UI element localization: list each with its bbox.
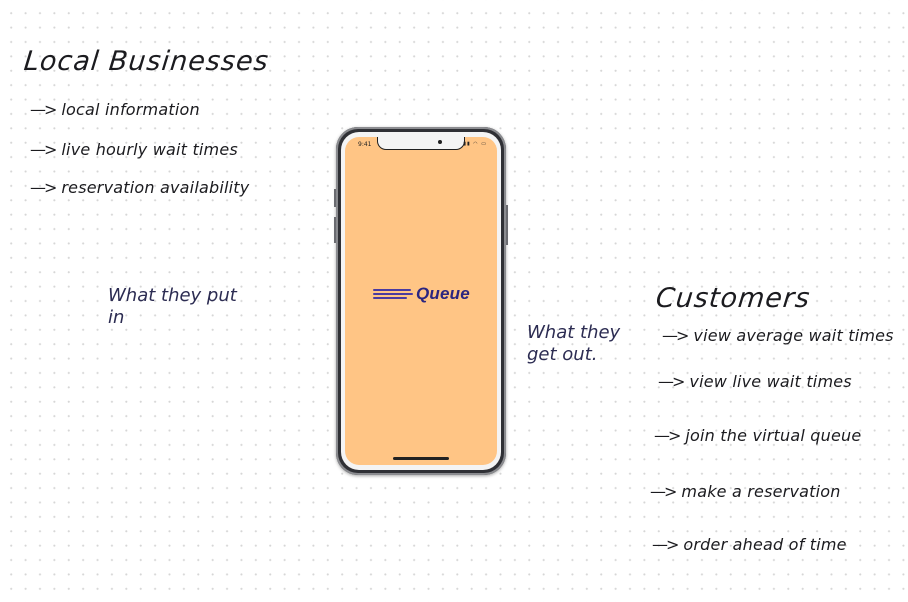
right-note: What they get out. — [527, 322, 621, 365]
arrow-icon: —> — [650, 482, 677, 501]
left-item: —> local information — [30, 100, 200, 119]
right-item-label: order ahead of time — [683, 535, 847, 554]
arrow-icon: —> — [30, 178, 57, 197]
right-item-label: view average wait times — [693, 326, 894, 345]
left-note: What they put in — [108, 285, 237, 328]
right-item-label: view live wait times — [689, 372, 852, 391]
logo-lines-icon — [373, 289, 413, 299]
right-item: —> view average wait times — [662, 326, 894, 345]
right-item: —> order ahead of time — [652, 535, 847, 554]
right-item-label: make a reservation — [681, 482, 841, 501]
left-item: —> reservation availability — [30, 178, 249, 197]
app-name: Queue — [416, 284, 470, 303]
arrow-icon: —> — [658, 372, 685, 391]
left-item-label: reservation availability — [61, 178, 250, 197]
left-heading: Local Businesses — [22, 46, 271, 77]
right-item: —> join the virtual queue — [654, 426, 861, 445]
phone-side-button — [506, 205, 508, 245]
right-item-label: join the virtual queue — [685, 426, 862, 445]
right-item: —> view live wait times — [658, 372, 852, 391]
arrow-icon: —> — [30, 140, 57, 159]
phone-screen: 9:41 ▮▮ ◠ ▭ Queue — [345, 137, 497, 465]
status-icons: ▮▮ ◠ ▭ — [463, 141, 487, 147]
app-logo: Queue — [373, 284, 470, 304]
camera-icon — [438, 140, 442, 144]
left-item: —> live hourly wait times — [30, 140, 238, 159]
arrow-icon: —> — [654, 426, 681, 445]
phone-side-button — [334, 189, 336, 207]
phone-mockup: 9:41 ▮▮ ◠ ▭ Queue — [334, 127, 508, 475]
phone-notch — [377, 137, 465, 150]
home-indicator — [393, 457, 449, 460]
arrow-icon: —> — [652, 535, 679, 554]
left-item-label: live hourly wait times — [61, 140, 238, 159]
right-item: —> make a reservation — [650, 482, 841, 501]
arrow-icon: —> — [30, 100, 57, 119]
left-item-label: local information — [61, 100, 200, 119]
right-heading: Customers — [654, 283, 812, 314]
phone-side-button — [334, 217, 336, 243]
status-time: 9:41 — [358, 141, 372, 148]
arrow-icon: —> — [662, 326, 689, 345]
